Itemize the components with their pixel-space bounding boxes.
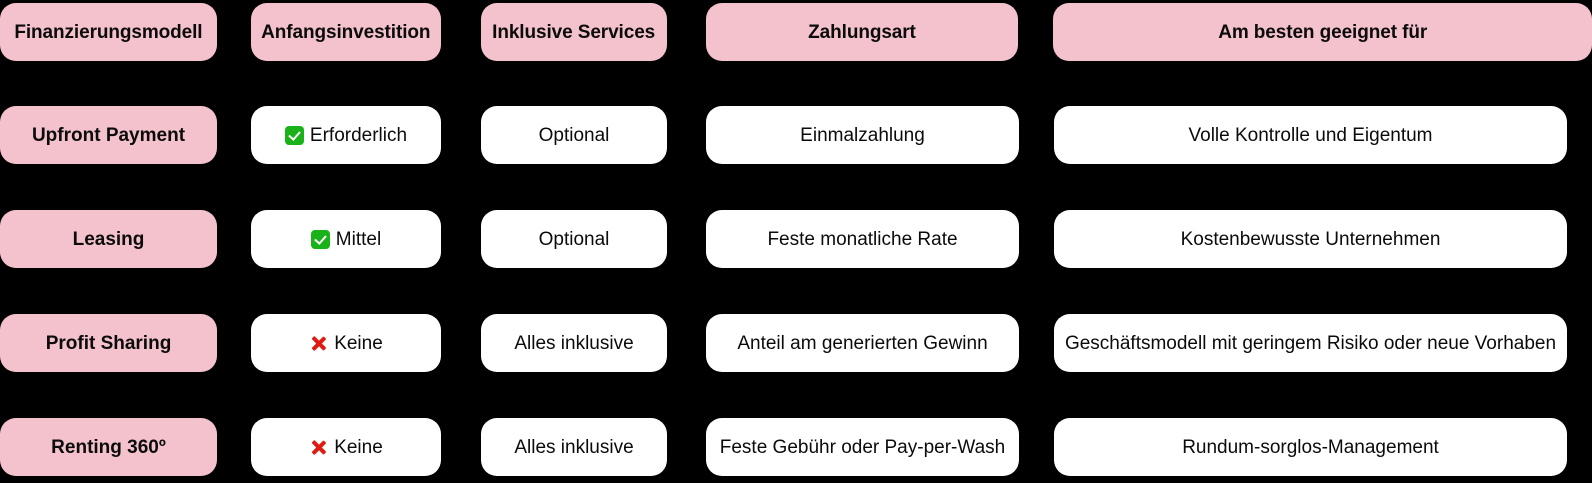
table-header-row: Finanzierungsmodell Anfangsinvestition I… <box>0 3 1592 61</box>
cell-bestfor: Volle Kontrolle und Eigentum <box>1054 106 1567 164</box>
column-header-label: Anfangsinvestition <box>261 21 431 43</box>
cell-payment: Einmalzahlung <box>706 106 1019 164</box>
table-row: Renting 360º Keine Alles inklusive Feste… <box>0 418 1592 476</box>
cell-investment: Erforderlich <box>251 106 441 164</box>
cell-text: Rundum-sorglos-Management <box>1182 436 1439 458</box>
cell-payment: Anteil am generierten Gewinn <box>706 314 1019 372</box>
row-label-text: Profit Sharing <box>45 332 172 354</box>
row-label-renting-360: Renting 360º <box>0 418 217 476</box>
cell-text: Kostenbewusste Unternehmen <box>1180 228 1441 250</box>
table-row: Leasing Mittel Optional Feste monatliche… <box>0 210 1592 268</box>
check-icon <box>310 229 330 249</box>
column-header-label: Am besten geeignet für <box>1218 21 1428 43</box>
cell-text: Keine <box>334 332 383 354</box>
cell-investment: Keine <box>251 314 441 372</box>
cell-text: Volle Kontrolle und Eigentum <box>1188 124 1433 146</box>
cell-investment: Keine <box>251 418 441 476</box>
column-header-label: Finanzierungsmodell <box>14 21 203 43</box>
cell-text: Feste monatliche Rate <box>767 228 958 250</box>
row-label-leasing: Leasing <box>0 210 217 268</box>
column-header-anfangsinvestition: Anfangsinvestition <box>250 3 441 61</box>
column-header-label: Zahlungsart <box>808 21 916 43</box>
row-label-text: Leasing <box>72 228 145 250</box>
table-row: Profit Sharing Keine Alles inklusive Ant… <box>0 314 1592 372</box>
cell-text: Mittel <box>335 228 382 250</box>
cell-text: Erforderlich <box>309 124 408 146</box>
cell-text: Optional <box>538 124 610 146</box>
column-header-am-besten-geeignet-fuer: Am besten geeignet für <box>1053 3 1592 61</box>
cross-icon <box>309 438 328 457</box>
row-label-upfront-payment: Upfront Payment <box>0 106 217 164</box>
cell-text: Feste Gebühr oder Pay-per-Wash <box>719 436 1006 458</box>
cell-text: Geschäftsmodell mit geringem Risiko oder… <box>1064 332 1557 354</box>
check-icon <box>284 125 304 145</box>
cell-bestfor: Kostenbewusste Unternehmen <box>1054 210 1567 268</box>
row-label-profit-sharing: Profit Sharing <box>0 314 217 372</box>
column-header-zahlungsart: Zahlungsart <box>705 3 1019 61</box>
column-header-label: Inklusive Services <box>492 21 656 43</box>
cell-services: Alles inklusive <box>481 418 667 476</box>
cell-payment: Feste monatliche Rate <box>706 210 1019 268</box>
cross-icon <box>309 334 328 353</box>
cell-text: Anteil am generierten Gewinn <box>737 332 988 354</box>
cell-bestfor: Rundum-sorglos-Management <box>1054 418 1567 476</box>
cell-text: Optional <box>538 228 610 250</box>
cell-services: Optional <box>481 106 667 164</box>
column-header-inklusive-services: Inklusive Services <box>480 3 667 61</box>
cell-services: Alles inklusive <box>481 314 667 372</box>
cell-text: Keine <box>334 436 383 458</box>
cell-payment: Feste Gebühr oder Pay-per-Wash <box>706 418 1019 476</box>
table-row: Upfront Payment Erforderlich Optional Ei… <box>0 106 1592 164</box>
cell-investment: Mittel <box>251 210 441 268</box>
column-header-finanzierungsmodell: Finanzierungsmodell <box>0 3 217 61</box>
row-label-text: Renting 360º <box>51 436 166 458</box>
cell-text: Einmalzahlung <box>800 124 925 146</box>
cell-text: Alles inklusive <box>514 436 634 458</box>
cell-bestfor: Geschäftsmodell mit geringem Risiko oder… <box>1054 314 1567 372</box>
cell-services: Optional <box>481 210 667 268</box>
row-label-text: Upfront Payment <box>31 124 186 146</box>
cell-text: Alles inklusive <box>514 332 634 354</box>
